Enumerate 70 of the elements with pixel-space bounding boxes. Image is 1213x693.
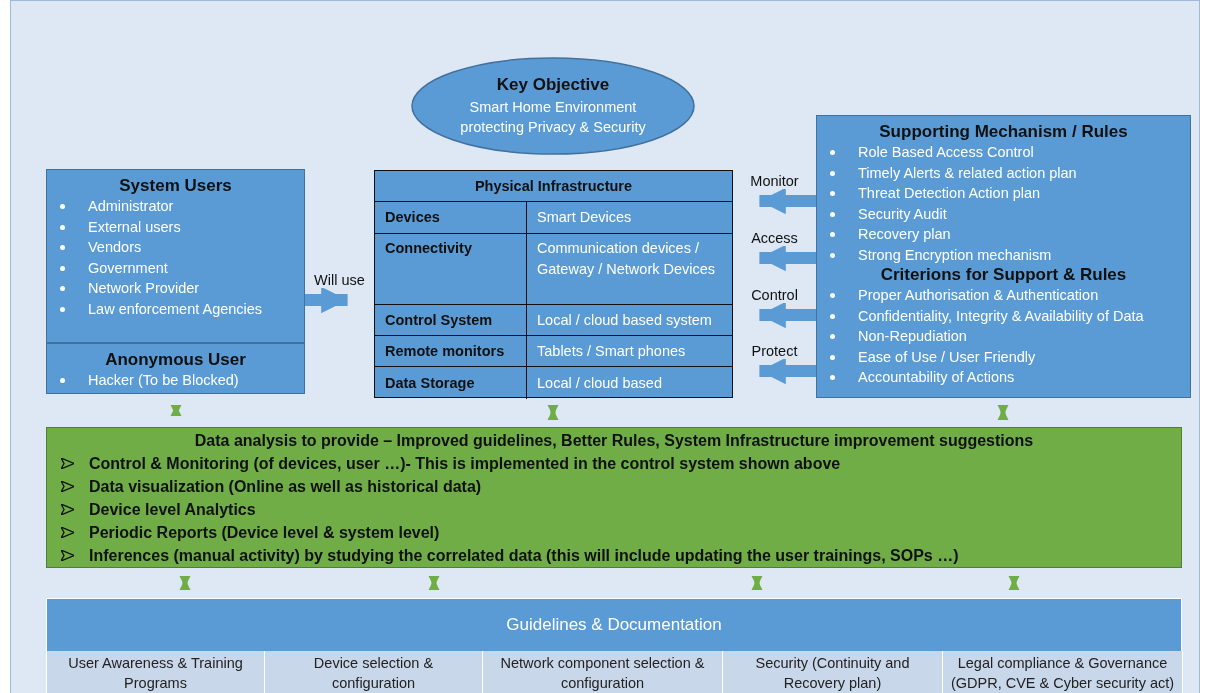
double-arrow [751,576,763,590]
objective-text: Smart Home Environment protecting Privacy & Security [459,97,647,137]
list-item: Data visualization (Online as well as historical data) [89,478,482,495]
table-cell: Smart Devices [527,202,732,234]
list-item: Periodic Reports (Device level & system level) [89,524,440,541]
list-item: Hacker (To be Blocked) [88,372,239,388]
table-cell: Communication devices / Gateway / Network Devices [527,234,732,305]
block-arrow [759,301,816,329]
double-arrow [179,576,191,590]
table-cell: Connectivity [375,234,527,305]
list-item: Role Based Access Control [858,144,1034,160]
block-arrow [305,286,348,314]
guideline-cell: User Awareness & Training Programs [47,651,265,693]
heading: Data analysis to provide – Improved guidelines, Better Rules, System Infrastructure improvement suggestions [193,431,1035,451]
table-cell: Control System [375,305,527,336]
list-item: Inferences (manual activity) by studying the correlated data (this will include updating the user trainings, SOPs …) [89,547,959,564]
guideline-cell: Security (Continuity and Recovery plan) [723,651,943,693]
heading: Criterions for Support & Rules [879,265,1128,285]
heading: Anonymous User [104,350,247,370]
list-item: Administrator [88,198,174,214]
table-cell: Local / cloud based system [527,305,732,336]
list-item: Timely Alerts & related action plan [858,164,1077,181]
analysis-panel [46,427,1182,568]
list-item: Security Audit [858,205,947,222]
list-item: Non-Repudiation [858,328,967,344]
table-cell-text: Local / cloud based [536,373,663,393]
heading: Supporting Mechanism / Rules [878,122,1129,142]
heading: System Users [118,176,233,196]
heading: Key Objective [496,74,610,95]
edge-label: Access [749,230,800,246]
double-arrow [1008,576,1020,590]
list-item: Device level Analytics [89,501,256,518]
list-item: Accountability of Actions [858,369,1015,385]
objective-ellipse [411,57,695,155]
list-item: External users [88,218,181,235]
block-arrow [759,357,816,385]
table-cell: Devices [375,202,527,234]
users-panel [46,169,305,343]
list-item: Vendors [88,239,142,255]
table-header: Physical Infrastructure [375,171,732,202]
block-arrow [759,244,816,272]
double-arrow [170,405,182,416]
list-item: Network Provider [88,280,200,296]
guideline-cell: Device selection & configuration [265,651,483,693]
list-item: Law enforcement Agencies [88,300,263,317]
list-item: Proper Authorisation & Authentication [858,287,1099,303]
anonymous-user-panel [46,343,305,394]
list-item: Confidentiality, Integrity & Availability of Data [858,307,1144,324]
infrastructure-table [374,170,733,398]
edge-label: Will use [312,272,367,288]
edge-label: Protect [749,343,800,359]
table-cell: Data Storage [375,367,527,399]
guidelines-panel [46,598,1182,693]
double-arrow [428,576,440,590]
guideline-cell: Legal compliance & Governance (GDPR, CVE & Cyber security act) [943,651,1183,693]
list-item: Control & Monitoring (of devices, user …)- This is implemented in the control system shown above [89,455,841,472]
table-cell: Remote monitors [375,336,527,367]
table-cell: Tablets / Smart phones [527,336,732,367]
heading: Guidelines & Documentation [505,615,723,635]
block-arrow [759,187,816,215]
list-item: Strong Encryption mechanism [858,246,1052,263]
list-item: Recovery plan [858,226,951,242]
double-arrow [997,405,1009,420]
edge-label: Monitor [748,173,801,189]
rules-panel [816,115,1191,398]
edge-label: Control [749,287,800,303]
list-item: Government [88,259,168,276]
list-item: Threat Detection Action plan [858,185,1041,201]
guideline-cell: Network component selection & configuration [483,651,723,693]
list-item: Ease of Use / User Friendly [858,348,1036,365]
